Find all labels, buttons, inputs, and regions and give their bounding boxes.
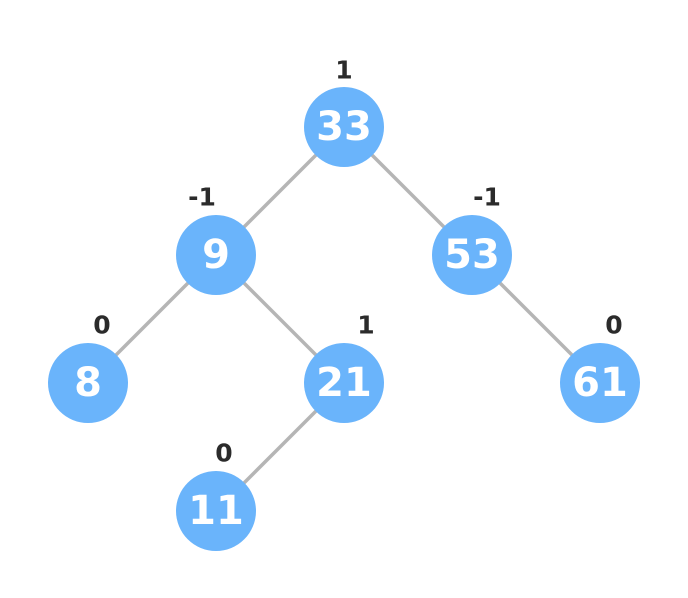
node-value: 61 [572, 360, 628, 406]
node-circle [560, 343, 640, 423]
tree-node-11: 11 0 [176, 439, 256, 551]
node-value: 9 [202, 232, 230, 278]
node-value: 21 [316, 360, 372, 406]
balance-factor: 1 [357, 311, 374, 340]
node-circle [176, 215, 256, 295]
tree-node-61: 61 0 [560, 311, 640, 423]
tree-node-33: 33 1 [304, 56, 384, 167]
node-circle [176, 471, 256, 551]
tree-node-53: 53 -1 [432, 183, 512, 295]
node-value: 11 [188, 488, 244, 534]
node-circle [432, 215, 512, 295]
node-value: 53 [444, 232, 500, 278]
tree-nodes: 33 1 9 -1 53 -1 8 0 21 1 61 [48, 56, 640, 551]
node-circle [304, 87, 384, 167]
node-circle [304, 343, 384, 423]
tree-node-9: 9 -1 [176, 183, 256, 295]
tree-node-21: 21 1 [304, 311, 384, 423]
tree-node-8: 8 0 [48, 311, 128, 423]
tree-edges [86, 125, 602, 513]
node-value: 33 [316, 104, 372, 150]
balance-factor: -1 [188, 183, 216, 212]
balance-factor: 1 [335, 56, 352, 85]
node-value: 8 [74, 360, 102, 406]
balance-factor: -1 [473, 183, 501, 212]
balance-factor: 0 [215, 439, 232, 468]
balance-factor: 0 [93, 311, 110, 340]
node-circle [48, 343, 128, 423]
balance-factor: 0 [605, 311, 622, 340]
